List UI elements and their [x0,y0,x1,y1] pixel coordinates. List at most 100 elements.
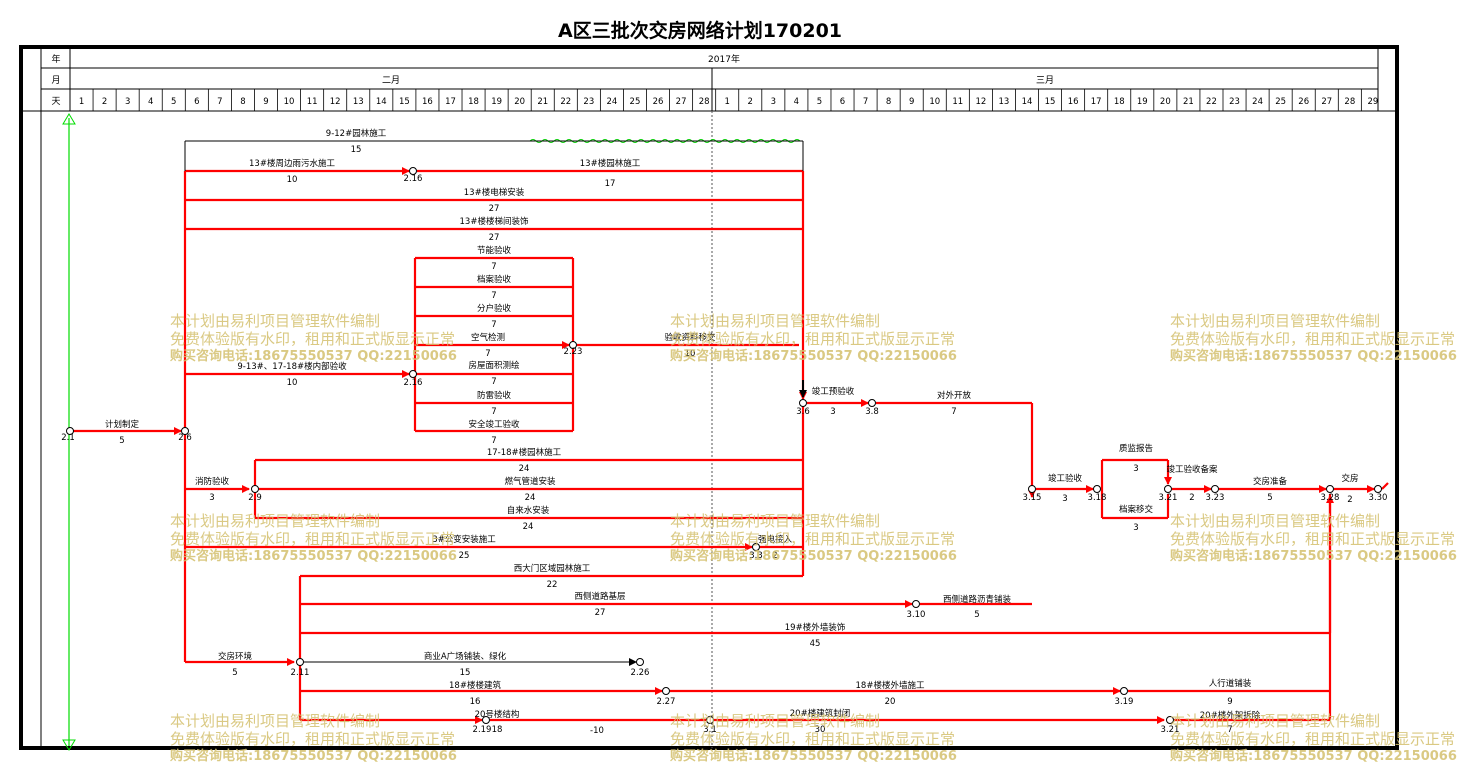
day-cell-mar: 20 [1160,97,1171,107]
activity-duration: 15 [460,668,471,678]
activity-duration: 27 [595,608,606,618]
activity-name: 20号楼结构 [475,709,520,720]
node-date-label: 3.21 [1159,493,1178,503]
node-date-label: 3.23 [1206,493,1225,503]
activity-duration: 7 [491,291,496,301]
event-node [1028,485,1036,493]
event-node [1120,687,1128,695]
activity-duration: 17 [605,179,616,189]
event-node [482,716,490,724]
negative-float-label: -10 [590,726,604,736]
activity-duration: 2 [1347,495,1352,505]
activity-name: 计划制定 [105,419,140,430]
day-cell-mar: 19 [1137,97,1148,107]
day-cell-mar: 18 [1114,97,1125,107]
activity-duration: 7 [491,436,496,446]
day-cell-mar: 7 [863,97,868,107]
day-cell-mar: 25 [1275,97,1286,107]
activity-duration: 24 [523,522,534,532]
event-node [662,687,670,695]
activity-name: 验收资料移交 [664,332,716,343]
day-cell-feb: 13 [353,97,364,107]
day-cell-mar: 1 [724,97,729,107]
activity-duration: 7 [491,377,496,387]
activity-duration: 3 [1133,523,1138,533]
day-cell-mar: 22 [1206,97,1217,107]
activity-name: 防雷验收 [477,390,512,401]
day-cell-mar: 21 [1183,97,1194,107]
page-title: A区三批次交房网络计划170201 [557,20,843,42]
node-date-label: 3.28 [1321,493,1340,503]
node-date-label: 3.10 [907,610,926,620]
day-cell-feb: 8 [240,97,245,107]
activity-duration: 18 [492,725,503,735]
day-cell-mar: 27 [1321,97,1332,107]
activity-name: 西侧道路基层 [574,591,625,602]
activity-duration: 24 [519,464,530,474]
day-cell-feb: 23 [583,97,594,107]
activity-duration: 2 [1189,493,1194,503]
day-cell-feb: 11 [307,97,318,107]
day-cell-mar: 29 [1367,97,1378,107]
free-float-wave [529,139,801,143]
activity-name: 13#楼园林施工 [580,158,641,169]
activity-name: 18#楼楼建筑 [449,680,501,691]
event-node [868,399,876,407]
day-cell-feb: 1 [79,97,84,107]
activity-duration: 10 [287,175,298,185]
day-cell-feb: 3 [125,97,130,107]
activity-duration: 27 [489,204,500,214]
day-cell-mar: 5 [817,97,822,107]
activity-duration: 16 [470,697,481,707]
activity-name: 对外开放 [937,390,972,401]
activity-name: 商业A广场铺装、绿化 [424,651,507,662]
activity-duration: 45 [810,639,821,649]
activity-duration: 27 [489,233,500,243]
day-cell-feb: 10 [284,97,295,107]
day-cell-feb: 28 [699,97,710,107]
activity-duration: 2 [772,551,777,561]
dummy-lines [184,140,807,666]
year-value: 2017年 [708,53,740,65]
activity-duration: 7 [485,349,490,359]
event-node [1166,716,1174,724]
day-cell-mar: 16 [1068,97,1079,107]
event-node [409,370,417,378]
node-date-label: 3.18 [1088,493,1107,503]
activity-duration: 3 [209,493,214,503]
node-date-label: 2.26 [631,668,650,678]
activity-name: 20#楼外架拆除 [1200,710,1261,721]
day-cell-feb: 24 [606,97,617,107]
activity-duration: 5 [232,668,237,678]
activity-name: 竣工验收备案 [1166,464,1218,475]
node-date-label: 2.23 [564,347,583,357]
node-date-label: 2.1 [61,433,75,443]
event-node [1374,485,1382,493]
day-cell-feb: 14 [376,97,387,107]
activity-name: 人行道铺装 [1209,678,1252,689]
day-cell-mar: 17 [1091,97,1102,107]
day-cell-feb: 17 [445,97,456,107]
activity-name: 18#楼楼外墙施工 [856,680,925,691]
day-cell-feb: 6 [194,97,199,107]
day-cell-mar: 9 [909,97,914,107]
day-cell-feb: 20 [514,97,525,107]
event-node [752,543,760,551]
node-date-label: 3.8 [865,407,879,417]
day-cell-feb: 21 [537,97,548,107]
day-cell-mar: 6 [840,97,845,107]
event-node [912,600,920,608]
event-node [706,716,714,724]
activity-duration: 10 [685,349,696,359]
activity-name: 交房 [1341,473,1358,484]
activity-name: 竣工预验收 [812,386,855,397]
node-date-label: 2.11 [291,668,310,678]
activity-duration: 3 [1062,494,1067,504]
activity-duration: 7 [1227,725,1232,735]
node-date-label: 2.19 [473,725,492,735]
activity-duration: 3 [1133,464,1138,474]
activity-name: 9-12#园林施工 [326,128,387,139]
day-cell-feb: 22 [560,97,571,107]
day-cell-feb: 5 [171,97,176,107]
